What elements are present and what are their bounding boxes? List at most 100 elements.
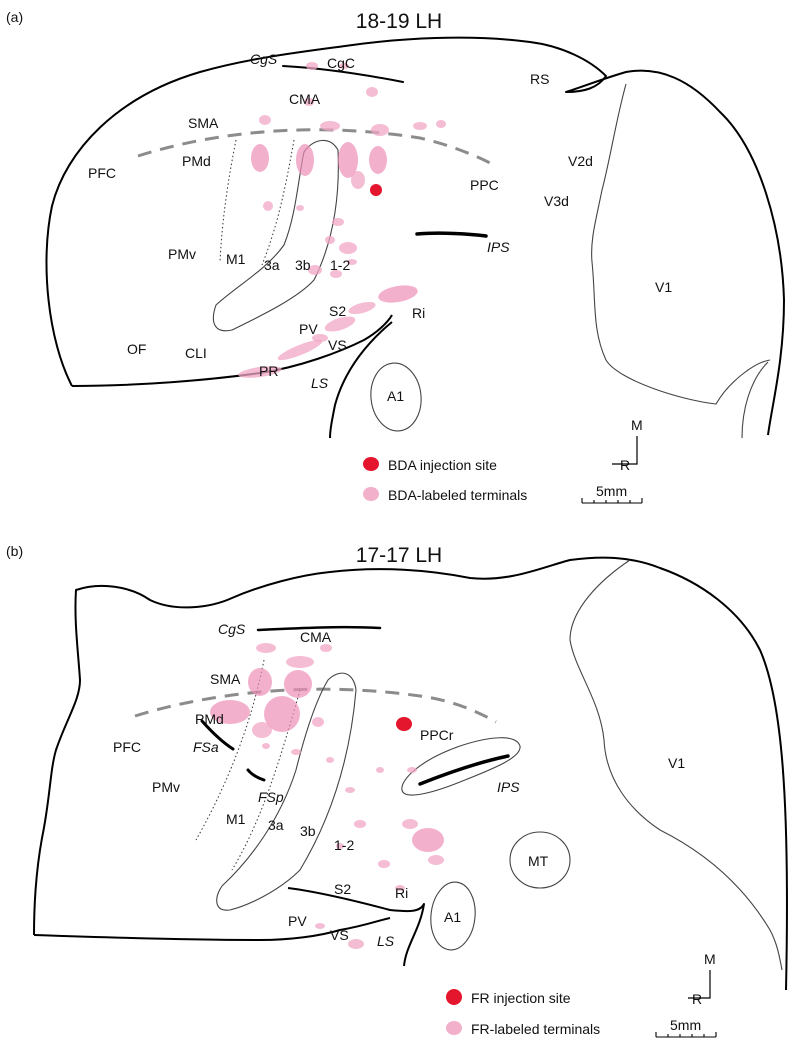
cortex-outline-a	[45, 36, 785, 436]
cgs-line-b	[256, 625, 382, 632]
label-v2d: V2d	[568, 153, 593, 169]
label-pv-b: PV	[288, 913, 307, 929]
label-v3d: V3d	[544, 193, 569, 209]
legend-fr-terminals-label: FR-labeled terminals	[471, 1021, 600, 1037]
scale-label-b: 5mm	[670, 1017, 701, 1033]
label-of: OF	[127, 341, 146, 357]
legend-injection-label: BDA injection site	[388, 457, 497, 473]
v1-inner-a	[741, 361, 769, 439]
legend-fr-injection-label: FR injection site	[471, 990, 571, 1006]
label-pmd: PMd	[182, 153, 211, 169]
area-3b-loop-a	[212, 139, 339, 332]
label-ls-b: LS	[377, 933, 395, 949]
legend-a: BDA injection site BDA-labeled terminals	[363, 457, 527, 503]
panel-a: (a) 18-19 LH	[6, 9, 785, 504]
label-vs-b: VS	[330, 927, 349, 943]
label-pfc-b: PFC	[113, 739, 141, 755]
orient-m-label-b: M	[704, 951, 716, 967]
label-ips: IPS	[487, 239, 510, 255]
lateral-sulcus-b	[287, 887, 425, 967]
dotted-line-1-a	[219, 139, 237, 263]
dashed-boundary-b	[134, 687, 497, 724]
label-ppc: PPC	[470, 177, 499, 193]
label-a1-b: A1	[444, 909, 461, 925]
label-pfc: PFC	[88, 165, 116, 181]
cgs-line-a	[282, 65, 404, 83]
label-cli: CLI	[185, 345, 207, 361]
label-cgs: CgS	[250, 51, 278, 67]
legend-terminals-label: BDA-labeled terminals	[388, 487, 527, 503]
label-s2: S2	[329, 303, 346, 319]
ips-line-a	[415, 231, 488, 238]
cortex-outline-b	[33, 556, 788, 991]
a1-outline-b	[430, 881, 476, 951]
orient-r-label-b: R	[692, 991, 702, 1007]
label-pmv: PMv	[168, 246, 196, 262]
label-cma: CMA	[289, 91, 321, 107]
label-m1-b: M1	[226, 811, 246, 827]
label-ri: Ri	[412, 305, 425, 321]
legend-terminals-swatch	[363, 487, 379, 501]
label-mt-b: MT	[528, 853, 549, 869]
label-v1: V1	[655, 279, 672, 295]
panel-a-title: 18-19 LH	[356, 10, 442, 33]
label-pv: PV	[299, 321, 318, 337]
scale-bar-a: 5mm	[581, 483, 643, 504]
fr-injection-site	[396, 717, 412, 731]
panel-b-label: (b)	[6, 543, 23, 559]
fsa-line-b	[200, 719, 235, 751]
label-ips-b: IPS	[497, 779, 520, 795]
orientation-a: M R	[612, 417, 643, 473]
fsp-line-b	[246, 768, 266, 782]
label-cgs-b: CgS	[218, 621, 246, 637]
label-pmv-b: PMv	[152, 779, 180, 795]
cortex-floor-a	[71, 314, 393, 387]
label-fsa-b: FSa	[193, 739, 219, 755]
legend-injection-swatch	[363, 457, 379, 471]
scale-bar-b: 5mm	[655, 1017, 717, 1038]
label-vs: VS	[328, 337, 347, 353]
label-rs: RS	[530, 71, 549, 87]
terminals-b	[210, 643, 444, 949]
legend-fr-terminals-swatch	[446, 1021, 462, 1035]
label-1-2: 1-2	[330, 257, 350, 273]
legend-b: FR injection site FR-labeled terminals	[446, 989, 600, 1037]
cortex-floor-b	[33, 917, 391, 941]
label-s2-b: S2	[334, 881, 351, 897]
label-3b-b: 3b	[300, 823, 316, 839]
label-fsp-b: FSp	[258, 789, 284, 805]
v1-boundary-a	[591, 83, 771, 405]
mt-outline-b	[509, 831, 571, 889]
area-labels-b: CgS CMA SMA PMd PFC FSa PPCr V1 PMv FSp …	[113, 621, 685, 949]
label-sma-b: SMA	[210, 671, 241, 687]
ips-line-b	[418, 754, 510, 786]
panel-b: (b) 17-17 LH	[6, 543, 788, 1038]
label-a1: A1	[387, 388, 404, 404]
orientation-b: M R	[688, 951, 716, 1007]
dotted-line-1-b	[195, 659, 265, 841]
legend-fr-injection-swatch	[446, 989, 462, 1005]
scale-label-a: 5mm	[596, 483, 627, 499]
panel-a-label: (a)	[6, 9, 23, 25]
label-ls: LS	[311, 375, 329, 391]
label-pr: PR	[259, 363, 278, 379]
label-3a: 3a	[264, 257, 280, 273]
label-ppcr-b: PPCr	[420, 727, 454, 743]
label-sma: SMA	[188, 115, 219, 131]
label-cma-b: CMA	[300, 629, 332, 645]
bda-injection-site	[370, 184, 382, 196]
panel-b-title: 17-17 LH	[356, 544, 442, 567]
label-v1-b: V1	[668, 755, 685, 771]
orient-r-label: R	[620, 457, 630, 473]
area-labels-a: CgS CgC RS CMA SMA PFC PMd PPC V2d V3d I…	[88, 51, 672, 404]
v1-boundary-b	[569, 559, 783, 971]
area-3b-loop-b	[216, 672, 357, 911]
label-ri-b: Ri	[395, 885, 408, 901]
label-pmd-b: PMd	[195, 711, 224, 727]
a1-outline-a	[370, 362, 422, 432]
label-cgc: CgC	[327, 55, 355, 71]
lateral-sulcus-a	[329, 321, 393, 439]
label-1-2-b: 1-2	[334, 837, 354, 853]
ips-loop-b	[401, 737, 521, 796]
